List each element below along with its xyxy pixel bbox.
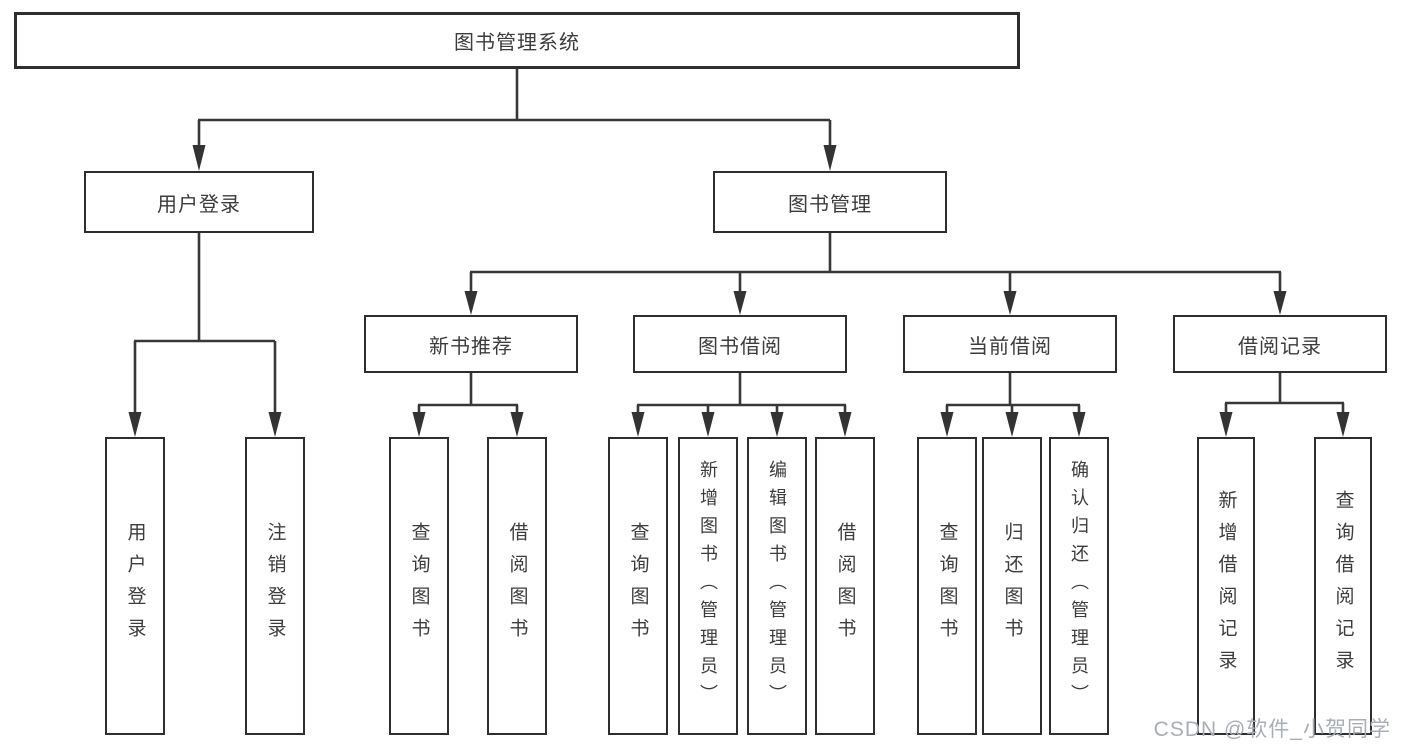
watermark: CSDN @软件_小贺同学	[1153, 718, 1391, 741]
node-library-management-system: 图书管理系统	[14, 12, 1020, 69]
leaf-user-login: 用户登录	[105, 437, 165, 735]
leaf-query-borrow-record: 查询借阅记录	[1314, 437, 1372, 735]
node-user-login: 用户登录	[84, 171, 314, 233]
leaf-logout: 注销登录	[245, 437, 305, 735]
node-current-borrow: 当前借阅	[903, 315, 1117, 373]
leaf-add-borrow-record: 新增借阅记录	[1197, 437, 1255, 735]
leaf-confirm-return-admin: 确认归还（管理员）	[1049, 437, 1109, 735]
leaf-add-books-admin: 新增图书（管理员）	[678, 437, 738, 735]
leaf-recommend-query-books: 查询图书	[389, 437, 449, 735]
node-new-book-recommend: 新书推荐	[364, 315, 578, 373]
leaf-current-query-books: 查询图书	[917, 437, 977, 735]
leaf-return-books: 归还图书	[982, 437, 1042, 735]
node-borrow-records: 借阅记录	[1173, 315, 1387, 373]
leaf-borrow-books: 借阅图书	[815, 437, 875, 735]
leaf-recommend-borrow-books: 借阅图书	[487, 437, 547, 735]
leaf-borrow-query-books: 查询图书	[608, 437, 668, 735]
node-book-borrow: 图书借阅	[633, 315, 847, 373]
leaf-edit-books-admin: 编辑图书（管理员）	[747, 437, 807, 735]
node-book-management: 图书管理	[713, 171, 947, 233]
